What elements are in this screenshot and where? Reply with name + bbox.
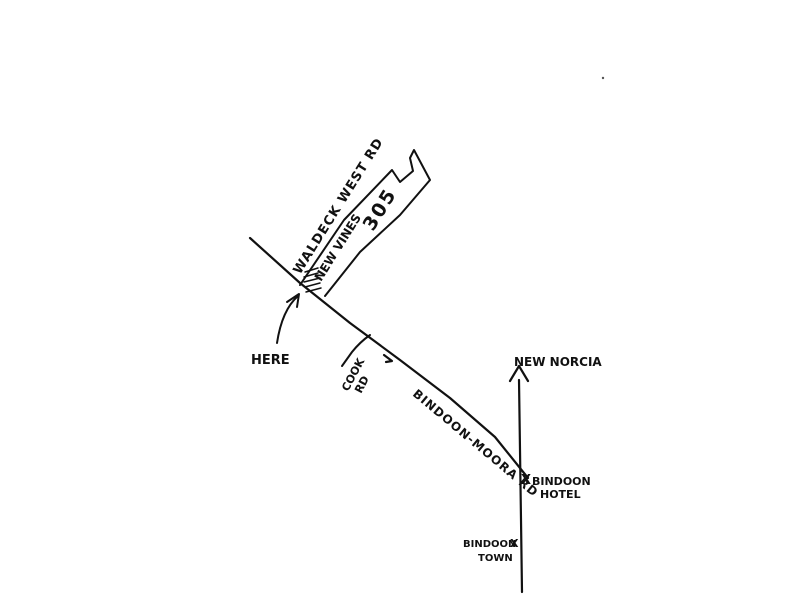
scan-speck bbox=[601, 76, 605, 80]
new-norcia-arrowhead bbox=[508, 364, 530, 383]
new-norcia-label: NEW NORCIA bbox=[514, 355, 602, 369]
main-road-line bbox=[248, 236, 530, 480]
bindoon-town-label-line2: TOWN bbox=[478, 553, 513, 564]
bindoon-hotel-label-line1: BINDOON bbox=[532, 475, 591, 488]
bindoon-town-cross: X bbox=[510, 537, 519, 550]
bindoon-moora-road-label: BINDOON-MOORA RD bbox=[410, 387, 541, 500]
cook-road-line bbox=[341, 334, 371, 367]
entrance-hatching bbox=[303, 267, 322, 293]
property-boundary bbox=[299, 149, 431, 297]
highway-line bbox=[517, 378, 524, 594]
here-arrowhead bbox=[286, 293, 300, 308]
bindoon-hotel-label-line2: HOTEL bbox=[540, 488, 581, 501]
direction-arrowhead bbox=[382, 353, 394, 364]
here-arrow bbox=[276, 295, 299, 344]
bindoon-hotel-cross: X bbox=[521, 473, 531, 488]
bindoon-town-label-line1: BINDOON bbox=[463, 539, 516, 550]
here-label: HERE bbox=[251, 353, 290, 368]
property-number-label: 305 bbox=[359, 184, 402, 234]
